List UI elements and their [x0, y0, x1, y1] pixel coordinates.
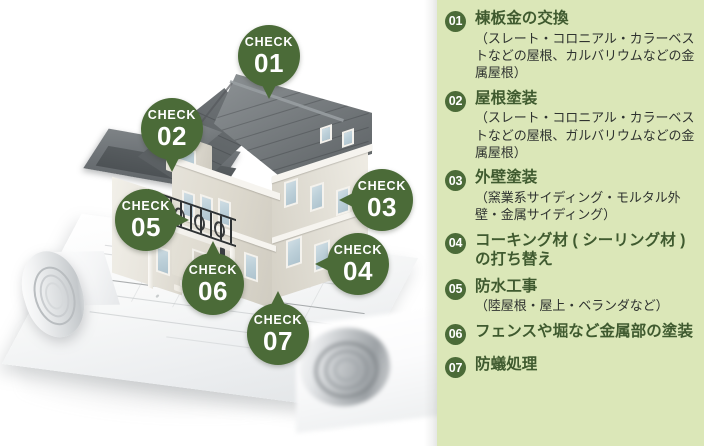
check-badge-07-number: 07 — [263, 325, 293, 356]
checklist-item-04[interactable]: 04 コーキング材 ( シーリング材 )の打ち替え — [437, 231, 704, 270]
check-badge-01[interactable]: CHECK 01 — [238, 25, 300, 99]
window-side-upper-1 — [284, 177, 298, 209]
checklist-item-07[interactable]: 07 防蟻処理 — [437, 355, 704, 379]
window-front-lower-2 — [244, 251, 258, 283]
check-badge-05[interactable]: CHECK 05 — [115, 189, 189, 251]
checklist-item-06[interactable]: 06 フェンスや堀など金属部の塗装 — [437, 322, 704, 345]
checklist-item-04-title: コーキング材 ( シーリング材 )の打ち替え — [475, 231, 686, 269]
checklist-item-07-title: 防蟻処理 — [475, 356, 538, 374]
house-illustration: CHECK 01 CHECK 02 CHECK 03 CHECK 04 CHEC… — [1, 25, 440, 434]
check-badge-03-pointer — [339, 192, 355, 208]
window-front-lower-1 — [156, 245, 170, 277]
checklist-item-01-sub: （スレート・コロニアル・カラーベストなどの屋根、カルバリウムなどの金属屋根） — [475, 30, 695, 81]
check-badge-05-pointer — [173, 212, 189, 228]
check-badge-06-pointer — [205, 241, 221, 257]
checklist-item-05-sub: （陸屋根・屋上・ベランダなど） — [475, 298, 669, 314]
check-badge-03[interactable]: CHECK 03 — [339, 169, 413, 231]
checklist-panel: 01 棟板金の交換 （スレート・コロニアル・カラーベストなどの屋根、カルバリウム… — [437, 0, 704, 446]
check-badge-02-label: CHECK — [147, 108, 197, 123]
check-badge-02-pointer — [164, 156, 180, 172]
check-badge-07-pointer — [270, 291, 286, 307]
window-side-upper-2 — [310, 181, 324, 213]
check-badge-02[interactable]: CHECK 02 — [141, 98, 203, 172]
check-badge-04[interactable]: CHECK 04 — [315, 233, 389, 295]
check-badge-07[interactable]: CHECK 07 — [247, 291, 309, 365]
checklist-item-05-number: 05 — [445, 278, 466, 300]
checklist: 01 棟板金の交換 （スレート・コロニアル・カラーベストなどの屋根、カルバリウム… — [437, 0, 704, 382]
check-badge-05-label: CHECK — [121, 199, 171, 214]
checklist-item-02-title: 屋根塗装 — [475, 89, 538, 107]
checklist-item-01-title: 棟板金の交換 — [475, 10, 569, 27]
check-badge-06[interactable]: CHECK 06 — [182, 241, 244, 315]
check-badge-03-number: 03 — [367, 191, 397, 222]
checklist-item-05[interactable]: 05 防水工事 （陸屋根・屋上・ベランダなど） — [437, 277, 704, 315]
panel-left-shadow — [424, 0, 439, 446]
check-badge-05-number: 05 — [131, 211, 161, 242]
checklist-item-03[interactable]: 03 外壁塗装 （窯業系サイディング・モルタル外壁・金属サイディング） — [437, 168, 704, 223]
checklist-item-06-number: 06 — [445, 323, 466, 345]
checklist-item-02-number: 02 — [445, 90, 466, 112]
check-badge-03-label: CHECK — [357, 179, 407, 194]
checklist-item-02-sub: （スレート・コロニアル・カラーベストなどの屋根、ガルバリウムなどの金属屋根） — [475, 110, 695, 161]
checklist-item-05-title: 防水工事 — [475, 277, 538, 295]
check-badge-04-label: CHECK — [333, 243, 383, 258]
check-badge-01-number: 01 — [254, 47, 284, 78]
checklist-item-04-number: 04 — [445, 232, 466, 254]
checklist-item-01-number: 01 — [445, 11, 466, 32]
check-badge-07-label: CHECK — [253, 313, 303, 328]
check-badge-04-number: 04 — [343, 255, 373, 286]
check-badge-06-label: CHECK — [188, 263, 238, 278]
check-badge-01-pointer — [261, 83, 277, 99]
check-badge-02-number: 02 — [157, 120, 187, 151]
checklist-item-03-number: 03 — [445, 170, 466, 192]
checklist-item-02[interactable]: 02 屋根塗装 （スレート・コロニアル・カラーベストなどの屋根、ガルバリウムなど… — [437, 89, 704, 162]
checklist-item-07-number: 07 — [445, 357, 466, 379]
checklist-item-03-sub: （窯業系サイディング・モルタル外壁・金属サイディング） — [475, 189, 681, 223]
checklist-item-06-title: フェンスや堀など金属部の塗装 — [475, 322, 694, 340]
checklist-item-03-title: 外壁塗装 — [475, 169, 538, 187]
check-badge-04-pointer — [315, 256, 331, 272]
checklist-item-01[interactable]: 01 棟板金の交換 （スレート・コロニアル・カラーベストなどの屋根、カルバリウム… — [437, 9, 704, 82]
check-badge-01-label: CHECK — [244, 35, 294, 50]
check-badge-06-number: 06 — [198, 275, 228, 306]
window-side-lower-1 — [286, 235, 302, 269]
blueprint-roll-right — [295, 306, 440, 434]
